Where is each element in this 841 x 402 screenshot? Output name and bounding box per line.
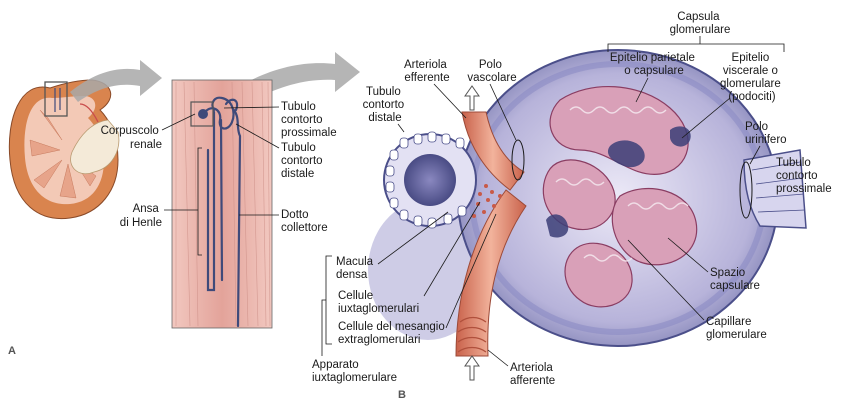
renal-corpuscle-dot — [198, 109, 208, 119]
label-tubulo-contorto-prossimale-b: Tubulo contorto prossimale — [776, 157, 832, 195]
label-ansa-di-henle: Ansa di Henle — [120, 203, 162, 229]
label-arteriola-efferente: Arteriola efferente — [404, 59, 450, 84]
label-apparato-iuxtaglomerulare: Apparato iuxtaglomerulare — [312, 359, 397, 384]
nephron-tissue-block — [172, 80, 272, 328]
kidney-illustration — [9, 80, 119, 219]
afferent-flow-arrow — [465, 356, 479, 380]
panel-label-a: A — [8, 345, 16, 357]
label-arteriola-afferente: Arteriola afferente — [510, 362, 556, 387]
label-tubulo-contorto-distale-a: Tubulo contorto distale — [281, 142, 326, 180]
label-polo-urinifero: Polo urinifero — [745, 121, 787, 146]
distal-tubule-b — [384, 132, 476, 228]
label-capillare-glomerulare: Capillare glomerulare — [706, 316, 767, 341]
efferent-flow-arrow — [465, 86, 479, 110]
label-tubulo-contorto-prossimale-a: Tubulo contorto prossimale — [281, 101, 337, 139]
label-dotto-collettore: Dotto collettore — [281, 209, 328, 234]
label-epitelio-viscerale: Epitelio viscerale o glomerulare (podoci… — [720, 52, 784, 103]
panel-label-b: B — [398, 389, 406, 401]
label-polo-vascolare: Polo vascolare — [467, 59, 516, 84]
label-capsula-glomerulare: Capsula glomerulare — [670, 11, 731, 36]
label-tubulo-contorto-distale-b: Tubulo contorto distale — [363, 86, 408, 124]
